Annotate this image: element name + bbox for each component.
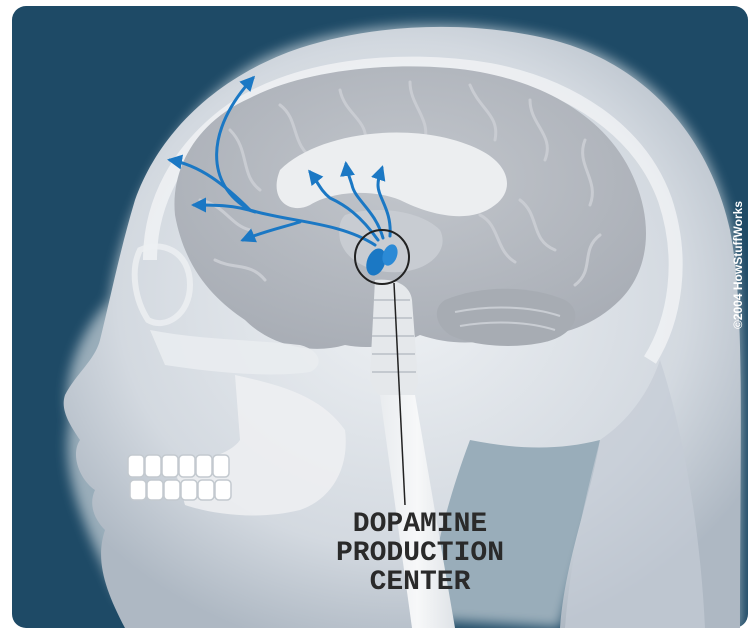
copyright-text: ©2004 HowStuffWorks [731,201,745,329]
label-line-3: CENTER [370,567,471,598]
cerebellum [437,289,576,346]
label-line-1: DOPAMINE [353,509,487,540]
label-line-2: PRODUCTION [336,538,504,569]
